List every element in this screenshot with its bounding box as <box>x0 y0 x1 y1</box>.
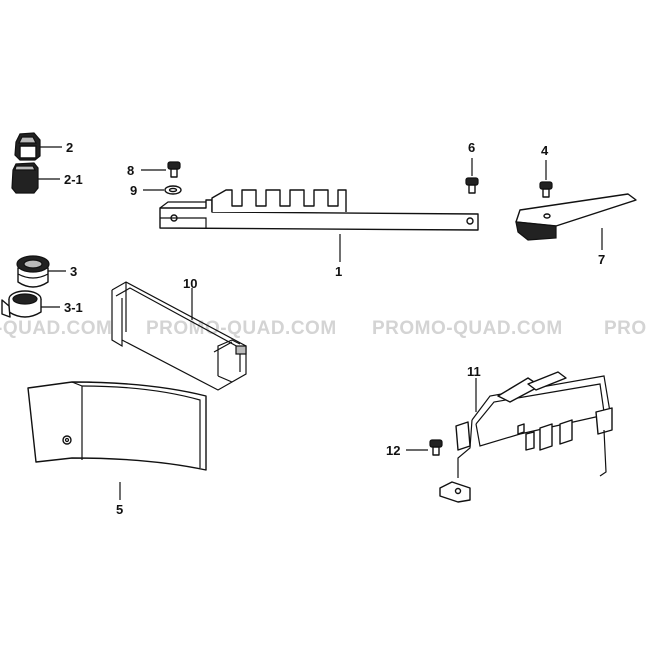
watermark-text-right: PROMO-QUAD.COM <box>372 318 563 339</box>
callout-5: 5 <box>116 502 123 517</box>
watermark-text-edge: PRO <box>604 318 647 339</box>
part-2-1-cap[interactable] <box>11 162 39 194</box>
part-11-holder[interactable] <box>439 371 613 503</box>
callout-11: 11 <box>467 364 481 379</box>
part-10-frame[interactable] <box>111 281 247 391</box>
part-9-washer[interactable] <box>164 185 182 195</box>
callout-10: 10 <box>183 276 197 291</box>
watermark: -QUAD.COM PROMO-QUAD.COM PROMO-QUAD.COM … <box>0 318 647 339</box>
callout-8: 8 <box>127 163 134 178</box>
part-1-main-bracket[interactable] <box>159 189 479 231</box>
watermark-text-center: PROMO-QUAD.COM <box>146 318 337 339</box>
part-12-bolt[interactable] <box>429 439 443 456</box>
part-8-bolt[interactable] <box>167 161 181 178</box>
part-4-bolt[interactable] <box>539 181 553 198</box>
leader-lines <box>38 146 603 500</box>
part-3-grommet[interactable] <box>16 255 50 288</box>
watermark-text-left: -QUAD.COM <box>0 318 112 339</box>
callout-3-1: 3-1 <box>64 300 83 315</box>
callout-labels: 2 2-1 3 3-1 8 9 1 6 4 7 10 5 11 12 <box>64 140 605 517</box>
part-3-1-band[interactable] <box>1 290 42 318</box>
callout-1: 1 <box>335 264 342 279</box>
callout-6: 6 <box>468 140 475 155</box>
callout-4: 4 <box>541 143 549 158</box>
callout-2: 2 <box>66 140 73 155</box>
callout-2-1: 2-1 <box>64 172 83 187</box>
part-7-plate[interactable] <box>515 193 637 241</box>
part-2-clip[interactable] <box>14 132 41 161</box>
callout-12: 12 <box>386 443 400 458</box>
callout-3: 3 <box>70 264 77 279</box>
callout-9: 9 <box>130 183 137 198</box>
callout-7: 7 <box>598 252 605 267</box>
part-5-tray[interactable] <box>27 381 207 471</box>
part-6-bolt[interactable] <box>465 177 479 194</box>
